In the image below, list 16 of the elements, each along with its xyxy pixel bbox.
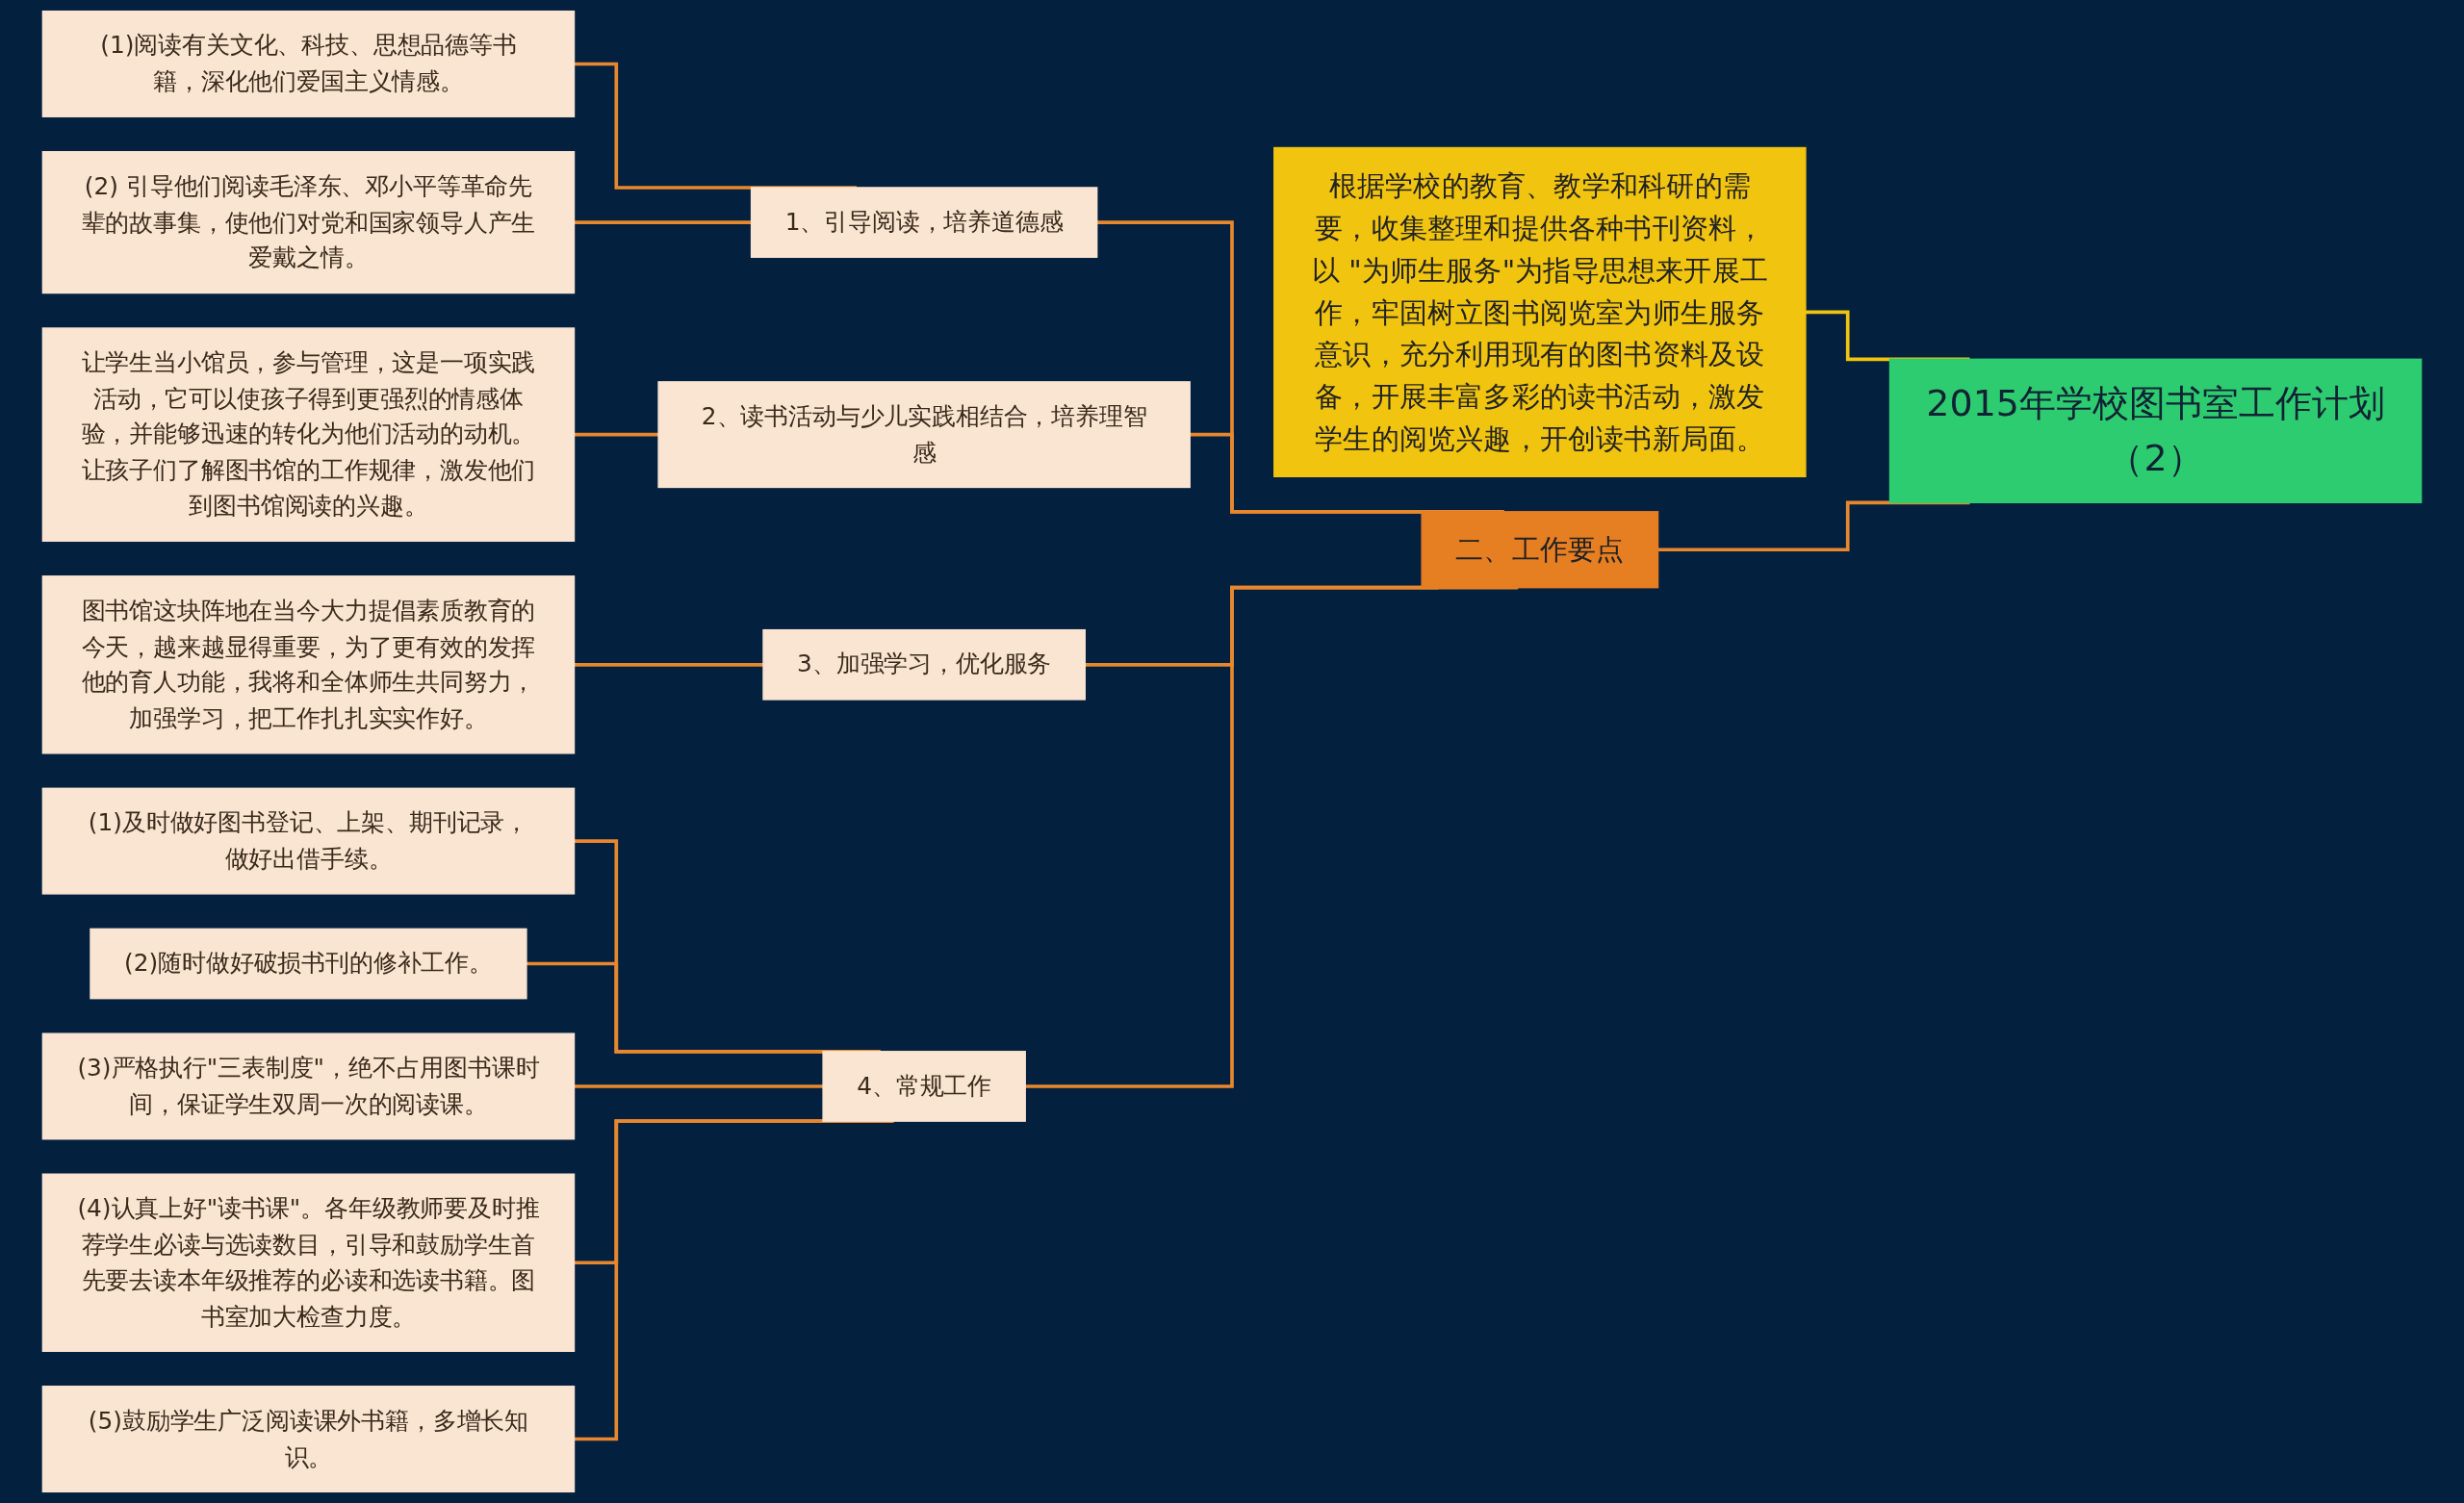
node-box: (5)鼓励学生广泛阅读课外书籍，多增长知识。: [41, 1386, 576, 1493]
node-box: (1)及时做好图书登记、上架、期刊记录，做好出借手续。: [41, 787, 576, 895]
node-box: 1、引导阅读，培养道德感: [750, 187, 1098, 258]
node-box: 图书馆这块阵地在当今大力提倡素质教育的今天，越来越显得重要，为了更有效的发挥他的育人功能，我将和全体师生共同努力，加强学习，把工作扎扎实实作好。: [41, 575, 576, 754]
node-box: (3)严格执行"三表制度"，绝不占用图书课时间，保证学生双周一次的阅读课。: [41, 1032, 576, 1140]
node-box: (4)认真上好"读书课"。各年级教师要及时推荐学生必读与选读数目，引导和鼓励学生首先要去读本年级推荐的必读和选读书籍。图书室加大检查力度。: [41, 1173, 576, 1352]
node-box: 让学生当小馆员，参与管理，这是一项实践活动，它可以使孩子得到更强烈的情感体验，并能够迅速的转化为他们活动的动机。让孩子们了解图书馆的工作规律，激发他们到图书馆阅读的兴趣。: [41, 327, 576, 542]
node-box: 4、常规工作: [822, 1051, 1026, 1122]
node-box: (1)阅读有关文化、科技、思想品德等书籍，深化他们爱国主义情感。: [41, 10, 576, 117]
node-box: 3、加强学习，优化服务: [762, 628, 1086, 701]
node-box: 2、读书活动与少儿实践相结合，培养理智感: [657, 381, 1191, 489]
node-box: 根据学校的教育、教学和科研的需要，收集整理和提供各种书刊资料，以 "为师生服务"为指导思想来开展工作，牢固树立图书阅览室为师生服务意识，充分利用现有的图书资料及设备，开展丰富多彩的读书活动，激发学生的阅览兴趣，开创读书新局面。: [1273, 146, 1807, 478]
node-box: (2) 引导他们阅读毛泽东、邓小平等革命先辈的故事集，使他们对党和国家领导人产生爱戴之情。: [41, 151, 576, 294]
node-box: (2)随时做好破损书刊的修补工作。: [90, 928, 527, 1000]
node-box: 2015年学校图书室工作计划（2）: [1888, 358, 2423, 504]
node-box: 二、工作要点: [1421, 511, 1659, 589]
